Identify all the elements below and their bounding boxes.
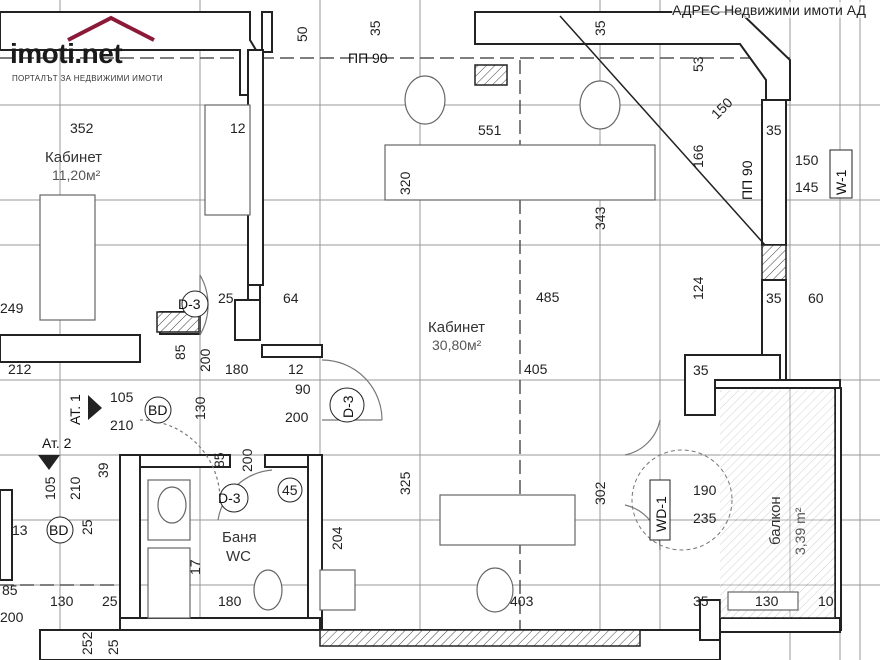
dim-17: 17 — [187, 559, 203, 575]
dim-200-a: 200 — [197, 348, 213, 372]
dim-25-d: 25 — [105, 639, 121, 655]
element-tags: ПП 90 ПП 90 W-1 D-3 D-3 D-3 BD BD АТ. 1 … — [38, 50, 853, 544]
dim-35-hall: 35 — [693, 362, 709, 378]
dim-10: 10 — [818, 593, 834, 609]
dim-204: 204 — [329, 526, 345, 550]
dim-302: 302 — [592, 481, 608, 505]
logo-tagline: ПОРТАЛЪТ ЗА НЕДВИЖИМИ ИМОТИ — [12, 74, 163, 83]
balcony-floor — [720, 390, 835, 618]
door-swings — [139, 274, 661, 551]
dim-50: 50 — [294, 26, 310, 42]
room-area-office-large: 30,80м² — [432, 337, 482, 353]
dim-180-b: 180 — [218, 593, 242, 609]
room-area-office-small: 11,20м² — [52, 167, 101, 183]
tag-wd1: WD-1 — [653, 496, 669, 532]
tag-bd-b: BD — [49, 522, 68, 538]
tag-w1: W-1 — [833, 169, 849, 195]
dim-53: 53 — [690, 56, 706, 72]
tag-pp90-top: ПП 90 — [348, 50, 388, 66]
imoti-logo[interactable]: imoti.net ПОРТАЛЪТ ЗА НЕДВИЖИМИ ИМОТИ — [6, 8, 176, 88]
tag-at1: АТ. 1 — [67, 394, 83, 425]
dim-130-a: 130 — [192, 396, 208, 420]
dim-252: 252 — [79, 631, 95, 655]
dim-35-right: 35 — [766, 122, 782, 138]
room-name-balcony: балкон — [767, 496, 784, 545]
dim-130-b: 130 — [50, 593, 74, 609]
dim-485: 485 — [536, 289, 560, 305]
dim-130-c: 130 — [755, 593, 779, 609]
dim-325: 325 — [397, 471, 413, 495]
dim-403: 403 — [510, 593, 534, 609]
dim-85-b: 85 — [211, 452, 227, 468]
dim-39: 39 — [95, 462, 111, 478]
dim-166: 166 — [690, 144, 706, 168]
dim-64: 64 — [283, 290, 299, 306]
dim-150-diag: 150 — [708, 94, 736, 122]
dim-85-a: 85 — [172, 344, 188, 360]
dim-35-balcony: 35 — [693, 593, 709, 609]
dim-35-top-right: 35 — [592, 20, 608, 36]
tag-bd-a: BD — [148, 402, 167, 418]
dim-235: 235 — [693, 510, 717, 526]
tag-d3-c: D-3 — [218, 490, 241, 506]
dim-90: 90 — [295, 381, 311, 397]
dim-405: 405 — [524, 361, 548, 377]
dim-200-c: 200 — [239, 448, 255, 472]
dim-210-a: 210 — [110, 417, 134, 433]
watermark-text: АДРЕС Недвижими имоти АД — [672, 2, 866, 18]
dim-210-b: 210 — [67, 476, 83, 500]
tag-pp90-right: ПП 90 — [739, 160, 755, 200]
room-name-office-small: Кабинет — [45, 149, 102, 166]
dim-249: 249 — [0, 300, 24, 316]
room-name-bathroom-wc: WC — [226, 548, 251, 565]
dim-190: 190 — [693, 482, 717, 498]
dim-45: 45 — [282, 482, 298, 498]
dim-12-a: 12 — [230, 120, 246, 136]
dim-85-c: 85 — [2, 582, 18, 598]
dim-25-b: 25 — [79, 519, 95, 535]
room-name-office-large: Кабинет — [428, 319, 485, 336]
dim-352: 352 — [70, 120, 94, 136]
dim-150: 150 — [795, 152, 819, 168]
dim-200-d: 200 — [0, 609, 24, 625]
dim-60: 60 — [808, 290, 824, 306]
dim-124: 124 — [690, 276, 706, 300]
dim-320: 320 — [397, 171, 413, 195]
roof-icon — [67, 15, 155, 42]
dim-200-b: 200 — [285, 409, 309, 425]
dim-145: 145 — [795, 179, 819, 195]
dim-105-b: 105 — [42, 476, 58, 500]
dim-13: 13 — [12, 522, 28, 538]
tag-at2: Ат. 2 — [42, 435, 72, 451]
room-labels: Кабинет 11,20м² Кабинет 30,80м² Баня WC … — [45, 149, 808, 565]
walls — [0, 11, 842, 660]
dim-343: 343 — [592, 206, 608, 230]
dim-551: 551 — [478, 122, 502, 138]
dim-180-a: 180 — [225, 361, 249, 377]
room-area-balcony: 3,39 m² — [792, 507, 808, 555]
tag-d3-b: D-3 — [340, 395, 356, 418]
logo-brand: imoti.net — [10, 38, 123, 69]
dim-25-a: 25 — [218, 290, 234, 306]
dim-212: 212 — [8, 361, 32, 377]
room-name-bathroom: Баня — [222, 529, 257, 546]
diagonal-line — [559, 15, 766, 246]
dim-35-top: 35 — [367, 20, 383, 36]
dim-105-a: 105 — [110, 389, 134, 405]
dim-25-c: 25 — [102, 593, 118, 609]
dim-35-mid-right: 35 — [766, 290, 782, 306]
dim-12-b: 12 — [288, 361, 304, 377]
tag-d3-a: D-3 — [178, 296, 201, 312]
furniture — [39, 75, 799, 619]
